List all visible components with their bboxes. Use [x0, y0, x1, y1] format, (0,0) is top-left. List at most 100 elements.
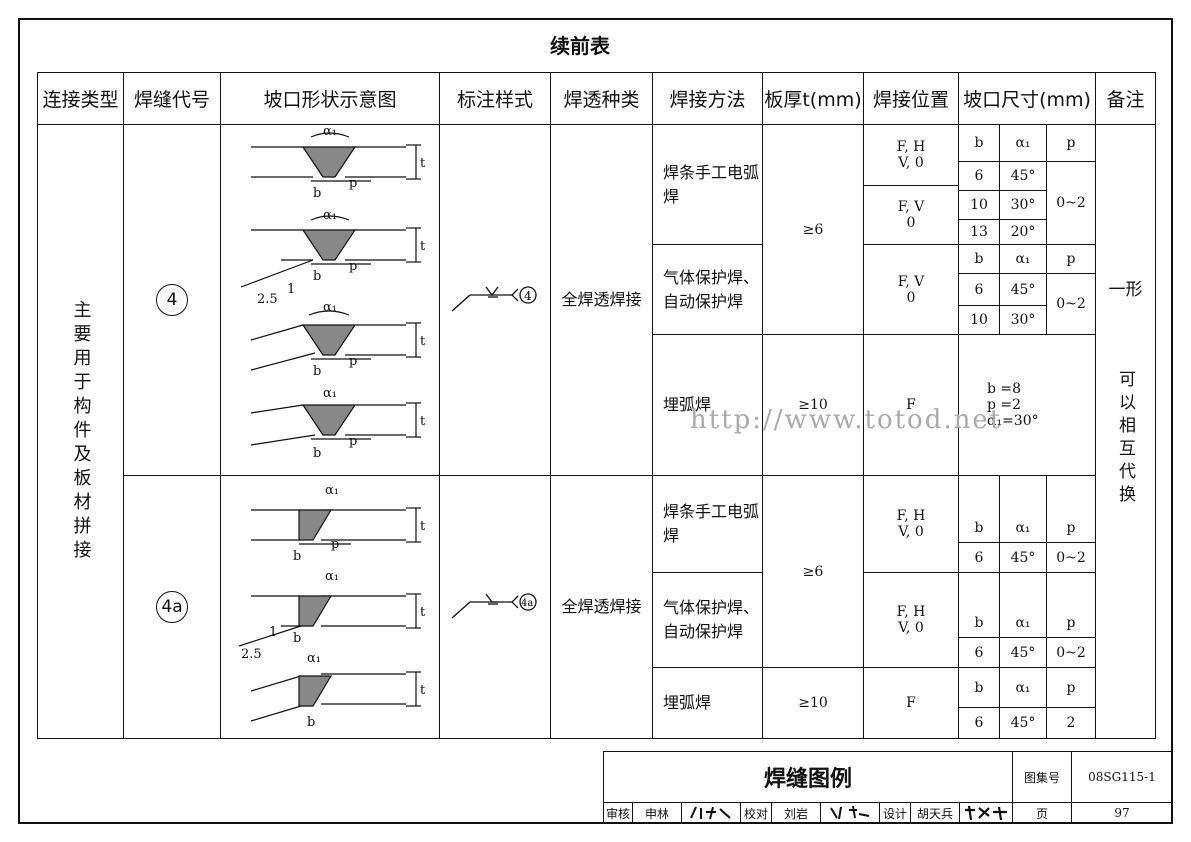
p-label: p — [349, 259, 357, 274]
dim-val: 45° — [999, 637, 1047, 668]
dim-val: 0~2 — [1046, 637, 1096, 668]
mark-cell-4: 4 — [439, 124, 551, 476]
alpha1-label: α₁ — [323, 300, 337, 315]
dim-b: b — [958, 572, 1000, 638]
header-groove-shape: 坡口形状示意图 — [220, 72, 440, 125]
method-gas-4a: 气体保护焊、自动保护焊 — [652, 572, 763, 668]
method-manual-4: 焊条手工电弧焊 — [652, 124, 763, 245]
position-5: F, H V, 0 — [863, 475, 959, 573]
slope-one-label: 1 — [287, 282, 295, 297]
dim-val: 45° — [999, 707, 1047, 739]
remark-interchange: 可以相互代换 — [1115, 370, 1135, 508]
dim-sub-b: b =8 — [987, 381, 1022, 397]
header-weld-code: 焊缝代号 — [123, 72, 221, 125]
dim-val: 20° — [999, 219, 1047, 245]
t-label: t — [420, 683, 426, 698]
alpha1-label: α₁ — [325, 569, 339, 584]
dim-b: b — [958, 667, 1000, 708]
dim-val: 45° — [999, 273, 1047, 306]
titleblock-check-label: 校对 — [740, 802, 772, 824]
t-label: t — [420, 156, 426, 171]
signature-designer — [965, 805, 1007, 821]
titleblock-reviewer: 申林 — [632, 802, 682, 824]
dim-b: b — [958, 124, 1000, 162]
b-label: b — [293, 549, 301, 564]
header-remark: 备注 — [1095, 72, 1156, 125]
dim-val: 6 — [958, 637, 1000, 668]
alpha1-label: α₁ — [323, 125, 337, 139]
titleblock-checker-sign — [820, 802, 880, 824]
titleblock-designer-sign — [959, 802, 1013, 824]
drawing-frame — [18, 18, 1173, 824]
dim-val: 10 — [958, 190, 1000, 220]
slope-one-label: 1 — [269, 625, 277, 640]
t-label: t — [420, 414, 426, 429]
position-1: F, H V, 0 — [863, 124, 959, 186]
dim-sub-alpha: α₁=30° — [987, 413, 1039, 429]
dim-val: 0~2 — [1046, 273, 1096, 335]
b-label: b — [313, 269, 321, 284]
diagram-cell-4a: α₁ α₁ α₁ t t t b b b p 2.5 1 — [220, 475, 440, 739]
dim-val: 2 — [1046, 707, 1096, 739]
dim-val: 45° — [999, 161, 1047, 191]
dim-val: 30° — [999, 190, 1047, 220]
dim-b: b — [958, 244, 1000, 274]
dim-val: 30° — [999, 305, 1047, 335]
dim-p: p — [1046, 244, 1096, 274]
position-2: F, V 0 — [863, 185, 959, 245]
b-label: b — [307, 715, 315, 730]
alpha1-label: α₁ — [325, 483, 339, 498]
dim-p: p — [1046, 667, 1096, 708]
p-label: p — [349, 434, 357, 449]
dim-val: 45° — [999, 542, 1047, 573]
titleblock-set-no: 08SG115-1 — [1071, 751, 1173, 803]
titleblock-name: 焊缝图例 — [603, 751, 1013, 803]
dim-val: 6 — [958, 273, 1000, 306]
watermark: http://www.totod.net — [690, 405, 1003, 435]
thickness-4a-b: ≥10 — [762, 667, 864, 739]
alpha1-label: α₁ — [323, 386, 337, 401]
t-label: t — [420, 605, 426, 620]
dim-alpha: α₁ — [999, 572, 1047, 638]
t-label: t — [420, 519, 426, 534]
dim-alpha: α₁ — [999, 124, 1047, 162]
dim-val: 6 — [958, 542, 1000, 573]
method-sub-4a: 埋弧焊 — [652, 667, 763, 739]
slope-label: 2.5 — [241, 647, 262, 662]
alpha1-label: α₁ — [323, 208, 337, 223]
dim-alpha: α₁ — [999, 475, 1047, 543]
weld-symbol-4a: 4a — [451, 593, 537, 619]
header-thickness: 板厚t(mm) — [762, 72, 864, 125]
position-3: F, V 0 — [863, 244, 959, 335]
slope-label: 2.5 — [257, 292, 278, 307]
header-method: 焊接方法 — [652, 72, 763, 125]
p-label: p — [331, 537, 339, 552]
table-title: 续前表 — [550, 34, 610, 58]
remark-cell: 一形 可以相互代换 — [1095, 124, 1156, 739]
signature-checker — [830, 805, 870, 820]
position-6: F, H V, 0 — [863, 572, 959, 668]
code-4a-cell: 4a — [123, 475, 221, 739]
thickness-4a-a: ≥6 — [762, 475, 864, 668]
penetration-4a: 全焊透焊接 — [550, 475, 653, 739]
b-label: b — [313, 364, 321, 379]
weld-symbol-4: 4 — [451, 286, 537, 312]
dim-p: p — [1046, 572, 1096, 638]
header-mark-style: 标注样式 — [439, 72, 551, 125]
b-label: b — [313, 446, 321, 461]
symbol-code-4a: 4a — [521, 598, 533, 609]
weld-code-4a: 4a — [156, 591, 188, 623]
penetration-4: 全焊透焊接 — [550, 124, 653, 476]
p-label: p — [349, 354, 357, 369]
dim-val: 10 — [958, 305, 1000, 335]
titleblock-page-label: 页 — [1012, 802, 1072, 824]
header-penetration: 焊透种类 — [550, 72, 653, 125]
t-label: t — [420, 239, 426, 254]
titleblock-designer: 胡天兵 — [910, 802, 960, 824]
groove-diagram-4: α₁ α₁ α₁ α₁ t t t t b b b b p p p p 2.5 … — [240, 125, 426, 461]
dim-val: 0~2 — [1046, 542, 1096, 573]
header-position: 焊接位置 — [863, 72, 959, 125]
dim-val: 0~2 — [1046, 161, 1096, 245]
dim-alpha: α₁ — [999, 667, 1047, 708]
thickness-4-a: ≥6 — [762, 124, 864, 335]
